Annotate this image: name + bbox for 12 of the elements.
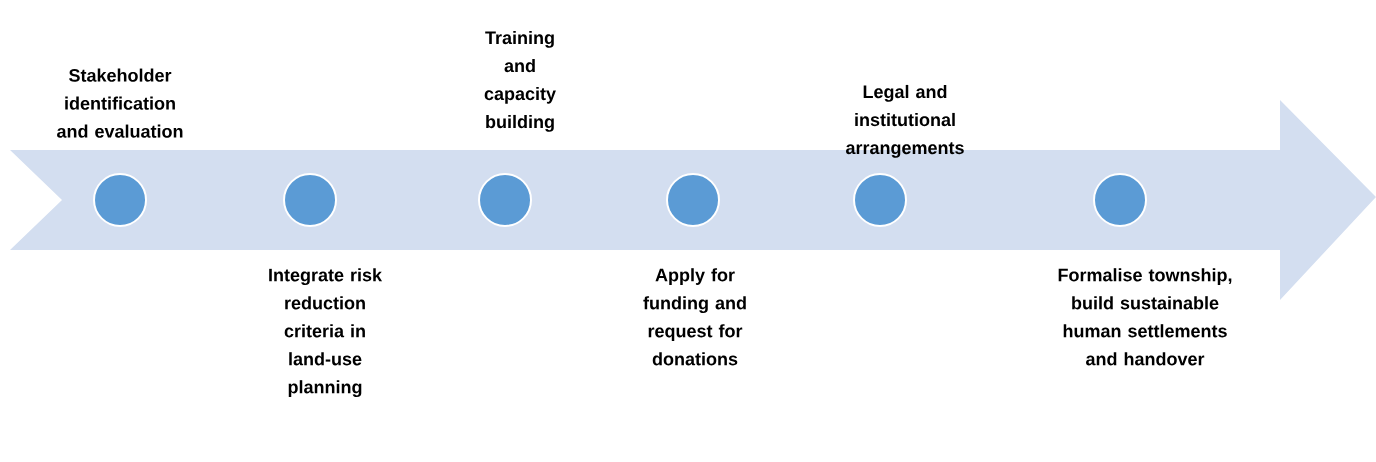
step-label: Training and capacity building — [484, 30, 556, 132]
circle-marker — [853, 173, 907, 227]
circle-marker — [1093, 173, 1147, 227]
circle-marker — [93, 173, 147, 227]
step-label: Legal and institutional arrangements — [846, 84, 964, 158]
step-label: Stakeholder identification and evaluation — [57, 68, 183, 138]
step-label: Formalise township, build sustainable human settlements and handover — [1058, 268, 1232, 366]
circle-marker — [666, 173, 720, 227]
step-label: Integrate risk reduction criteria in land-use planning — [269, 268, 383, 398]
circle-marker — [283, 173, 337, 227]
step-label: Apply for funding and request for donations — [643, 268, 746, 366]
circle-marker — [478, 173, 532, 227]
